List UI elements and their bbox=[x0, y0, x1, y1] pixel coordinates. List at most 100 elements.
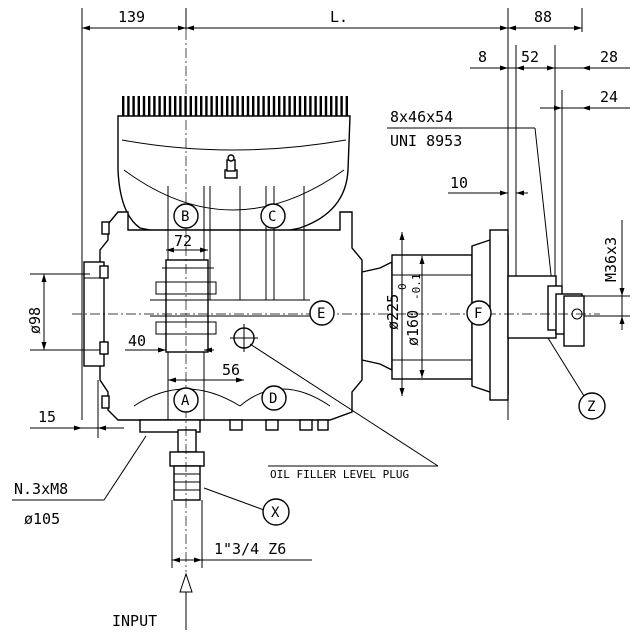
dim-40: 40 bbox=[128, 332, 146, 350]
cooling-fin bbox=[189, 96, 192, 118]
cooling-fin bbox=[220, 96, 224, 118]
dim-160-tolerance-lower: -0.1 bbox=[410, 274, 423, 301]
cooling-fin bbox=[179, 96, 182, 118]
cooling-fin bbox=[231, 96, 234, 118]
cooling-fin bbox=[314, 96, 317, 118]
key-spec-leader bbox=[387, 127, 553, 285]
cooling-fin bbox=[122, 96, 125, 118]
inlet-thread: 1"3/4 Z6 bbox=[214, 540, 286, 558]
input-arrow bbox=[179, 572, 193, 630]
cooling-fin bbox=[226, 96, 229, 118]
bubble-d-label: D bbox=[269, 391, 277, 407]
dim-88: 88 bbox=[534, 8, 552, 26]
inlet-thread-dim bbox=[171, 500, 312, 568]
dim-diameter-160: ø160 bbox=[404, 310, 422, 346]
housing-feet bbox=[139, 419, 329, 433]
bubble-a: A bbox=[173, 387, 199, 413]
cooling-fin bbox=[205, 96, 208, 118]
output-shaft bbox=[507, 275, 585, 347]
top-dimension-chain bbox=[81, 8, 583, 420]
cooling-fin bbox=[345, 96, 348, 118]
cooling-fin bbox=[257, 96, 260, 118]
cooling-fin bbox=[174, 96, 177, 118]
dim-139: 139 bbox=[118, 8, 145, 26]
dim-L: L. bbox=[330, 8, 348, 26]
cooling-fin bbox=[163, 96, 166, 118]
cooling-fin bbox=[158, 96, 161, 118]
oil-plug-note: OIL FILLER LEVEL PLUG bbox=[270, 468, 409, 481]
dim-56: 56 bbox=[222, 361, 240, 379]
inlet-fitting bbox=[169, 429, 205, 501]
cooling-fin bbox=[304, 96, 307, 118]
bubble-z-label: Z bbox=[587, 399, 595, 415]
cooling-fin bbox=[153, 96, 156, 118]
dim-diameter-225: ø225 bbox=[384, 294, 402, 330]
bubble-c: C bbox=[260, 203, 286, 229]
bubble-c-label: C bbox=[268, 209, 276, 225]
bolts-leader bbox=[12, 435, 147, 501]
dim-15: 15 bbox=[38, 408, 56, 426]
cooling-fin bbox=[319, 96, 322, 118]
dim-28: 28 bbox=[600, 48, 618, 66]
cooling-fin bbox=[200, 96, 203, 118]
cooling-fin bbox=[278, 96, 281, 118]
bubble-a-label: A bbox=[181, 393, 190, 409]
cooling-fin bbox=[272, 96, 276, 118]
cooling-fin bbox=[252, 96, 255, 118]
input-label: INPUT bbox=[112, 612, 157, 630]
oil-plug bbox=[230, 324, 258, 352]
cooling-fin bbox=[267, 96, 270, 118]
cooling-fin bbox=[335, 96, 338, 118]
bubble-x: X bbox=[203, 487, 290, 526]
cooling-fin bbox=[132, 96, 135, 118]
dim-diameter-98: ø98 bbox=[26, 307, 44, 334]
cover-curve bbox=[123, 169, 345, 211]
bubble-b: B bbox=[173, 203, 199, 229]
cooling-fin bbox=[241, 96, 244, 118]
cooling-fin bbox=[184, 96, 187, 118]
cooling-fin bbox=[194, 96, 198, 118]
bolts-spec: N.3xM8 bbox=[14, 480, 68, 498]
gear-block bbox=[150, 259, 310, 353]
dim-72: 72 bbox=[174, 232, 192, 250]
bubble-x-label: X bbox=[271, 505, 280, 521]
dim-52: 52 bbox=[521, 48, 539, 66]
dim-160-tolerance-upper: 0 bbox=[396, 283, 409, 290]
bubble-d: D bbox=[261, 385, 287, 411]
key-spec: 8x46x54 bbox=[390, 108, 453, 126]
cover-parting-line bbox=[121, 139, 347, 151]
cooling-fin bbox=[215, 96, 218, 118]
bolt-circle: ø105 bbox=[24, 510, 60, 528]
cooling-fin bbox=[283, 96, 286, 118]
cooling-fin bbox=[210, 96, 213, 118]
cooling-fin bbox=[262, 96, 265, 118]
cooling-fin bbox=[168, 96, 172, 118]
bubble-e: E bbox=[309, 300, 335, 326]
cooling-fin bbox=[309, 96, 312, 118]
cooling-fin bbox=[330, 96, 333, 118]
oil-plug-leader bbox=[249, 343, 439, 467]
cooling-fin bbox=[288, 96, 291, 118]
cooling-fin bbox=[236, 96, 239, 118]
shaft-dimension-lines bbox=[448, 45, 630, 300]
bubble-f: F bbox=[466, 300, 492, 326]
cooling-fin bbox=[137, 96, 140, 118]
bubble-f-label: F bbox=[474, 306, 482, 322]
cooling-fin bbox=[246, 96, 250, 118]
cooling-fins bbox=[122, 96, 348, 118]
bubble-z: Z bbox=[547, 337, 606, 420]
dim-10: 10 bbox=[450, 174, 468, 192]
cooling-fin bbox=[293, 96, 296, 118]
inner-dimensions bbox=[125, 247, 244, 383]
cooling-fin bbox=[142, 96, 146, 118]
cooling-fin bbox=[324, 96, 328, 118]
dim-8: 8 bbox=[478, 48, 487, 66]
cooling-fin bbox=[298, 96, 302, 118]
cooling-fin bbox=[148, 96, 151, 118]
bubble-e-label: E bbox=[317, 306, 325, 322]
left-dimensions bbox=[30, 273, 124, 438]
dim-thread-m36: M36x3 bbox=[602, 237, 620, 282]
cooling-fin bbox=[127, 96, 130, 118]
dim-24: 24 bbox=[600, 88, 618, 106]
